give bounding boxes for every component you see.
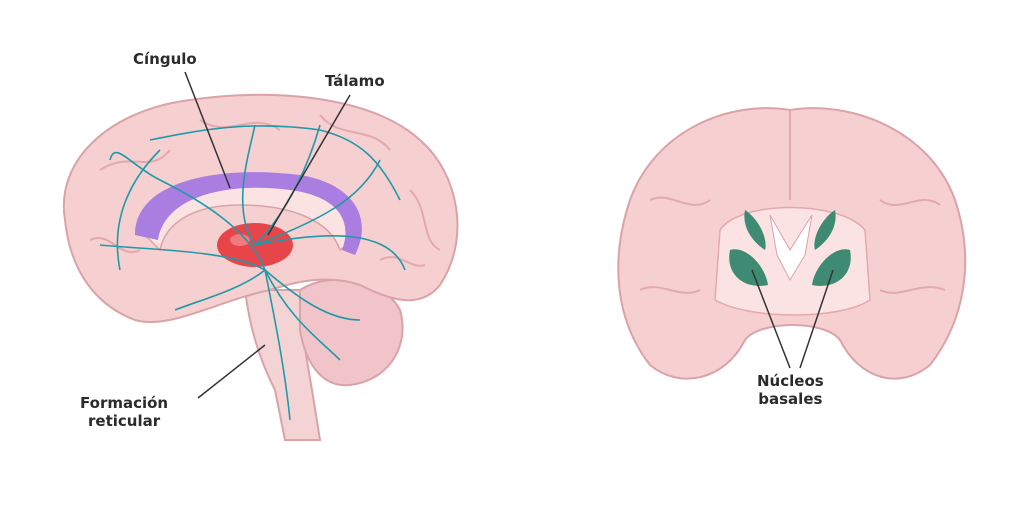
label-formacion-line2: reticular — [88, 412, 161, 430]
label-formacion-line1: Formación — [80, 394, 169, 412]
pointer-cingulo — [184, 71, 231, 189]
pointer-nucleos-right — [799, 269, 834, 369]
cingulate-gyrus — [135, 172, 362, 255]
gyri — [89, 114, 441, 267]
pointer-formacion — [197, 344, 266, 399]
thalamus-highlight — [230, 234, 250, 246]
label-nucleos-line1: Núcleos — [757, 372, 824, 390]
pointer-nucleos-left — [751, 269, 791, 369]
pathways — [99, 124, 406, 421]
label-nucleos-line2: basales — [758, 390, 823, 408]
label-cingulo: Cíngulo — [133, 50, 197, 68]
ventricles — [769, 214, 813, 282]
sagittal-brain — [62, 71, 459, 441]
cerebrum — [62, 93, 459, 323]
basal-nucleus-left — [729, 210, 768, 286]
basal-nucleus-right — [812, 210, 851, 286]
label-nucleos-basales: Núcleos basales — [757, 372, 824, 408]
coronal-gyri — [639, 110, 946, 294]
label-formacion-reticular: Formación reticular — [80, 394, 168, 430]
coronal-brain — [617, 107, 967, 380]
label-talamo: Tálamo — [325, 72, 385, 90]
pointer-talamo — [267, 94, 351, 236]
